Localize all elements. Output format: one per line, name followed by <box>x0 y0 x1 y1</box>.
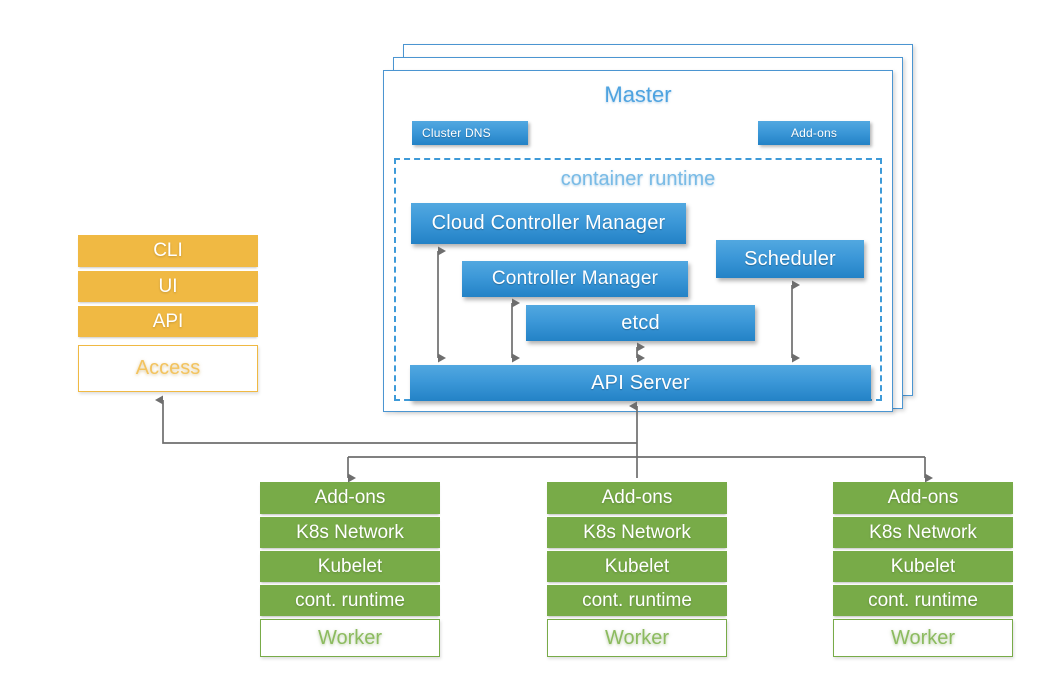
worker-1-bar-cont-runtime[interactable]: cont. runtime <box>260 585 440 616</box>
controller-manager-box[interactable]: Controller Manager <box>462 261 688 297</box>
access-footer: Access <box>78 345 258 392</box>
worker-3-bar-k8s-network[interactable]: K8s Network <box>833 517 1013 548</box>
worker-1-bar-k8s-network[interactable]: K8s Network <box>260 517 440 548</box>
worker-3-bar-addons[interactable]: Add-ons <box>833 482 1013 514</box>
access-bar-api[interactable]: API <box>78 306 258 337</box>
worker-1-bar-addons[interactable]: Add-ons <box>260 482 440 514</box>
worker-1-bar-kubelet[interactable]: Kubelet <box>260 551 440 582</box>
etcd-box[interactable]: etcd <box>526 305 755 341</box>
worker-3-bar-cont-runtime[interactable]: cont. runtime <box>833 585 1013 616</box>
worker-2-bar-addons[interactable]: Add-ons <box>547 482 727 514</box>
access-bar-cli[interactable]: CLI <box>78 235 258 267</box>
cloud-controller-manager-box[interactable]: Cloud Controller Manager <box>411 203 686 244</box>
worker-2-footer: Worker <box>547 619 727 657</box>
api-server-box[interactable]: API Server <box>410 365 871 401</box>
container-runtime-title: container runtime <box>560 168 716 190</box>
worker-3-footer: Worker <box>833 619 1013 657</box>
cluster-dns-box[interactable]: Cluster DNS <box>412 121 528 145</box>
worker-2-bar-kubelet[interactable]: Kubelet <box>547 551 727 582</box>
worker-1-footer: Worker <box>260 619 440 657</box>
worker-2-bar-cont-runtime[interactable]: cont. runtime <box>547 585 727 616</box>
master-addons-box[interactable]: Add-ons <box>758 121 870 145</box>
scheduler-box[interactable]: Scheduler <box>716 240 864 278</box>
worker-3-bar-kubelet[interactable]: Kubelet <box>833 551 1013 582</box>
access-bar-ui[interactable]: UI <box>78 271 258 302</box>
worker-2-bar-k8s-network[interactable]: K8s Network <box>547 517 727 548</box>
master-title: Master <box>604 82 672 107</box>
